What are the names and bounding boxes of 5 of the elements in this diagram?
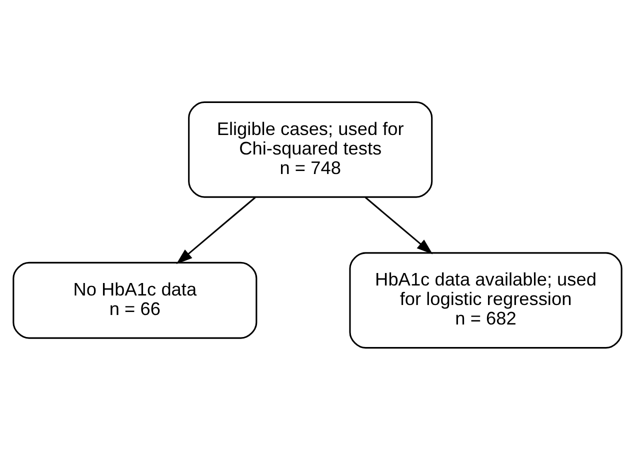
node-box: No HbA1c data n = 66: [12, 262, 258, 339]
node-box: Eligible cases; used for Chi-squared tests n = 748: [188, 101, 433, 198]
arrow: [364, 196, 433, 254]
node-box: HbA1c data available; used for logistic regression n = 682: [349, 252, 622, 349]
arrow: [176, 196, 256, 264]
